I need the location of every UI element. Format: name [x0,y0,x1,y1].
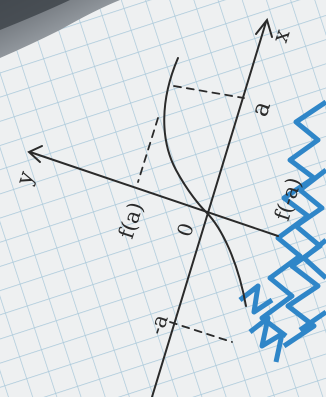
dashed-guides [137,85,245,343]
guide-fa-vertical [137,117,159,183]
y-axis-line [29,151,279,237]
y-axis-arrowhead [27,145,43,163]
axes [27,17,279,397]
guide-neg-a-horizontal [169,321,233,343]
x-axis-arrowhead [255,17,273,38]
blue-pattern [238,99,326,363]
guide-a-horizontal [173,85,245,99]
top-left-object [0,0,70,30]
x-axis-line [151,21,267,397]
function-curve [163,57,247,307]
